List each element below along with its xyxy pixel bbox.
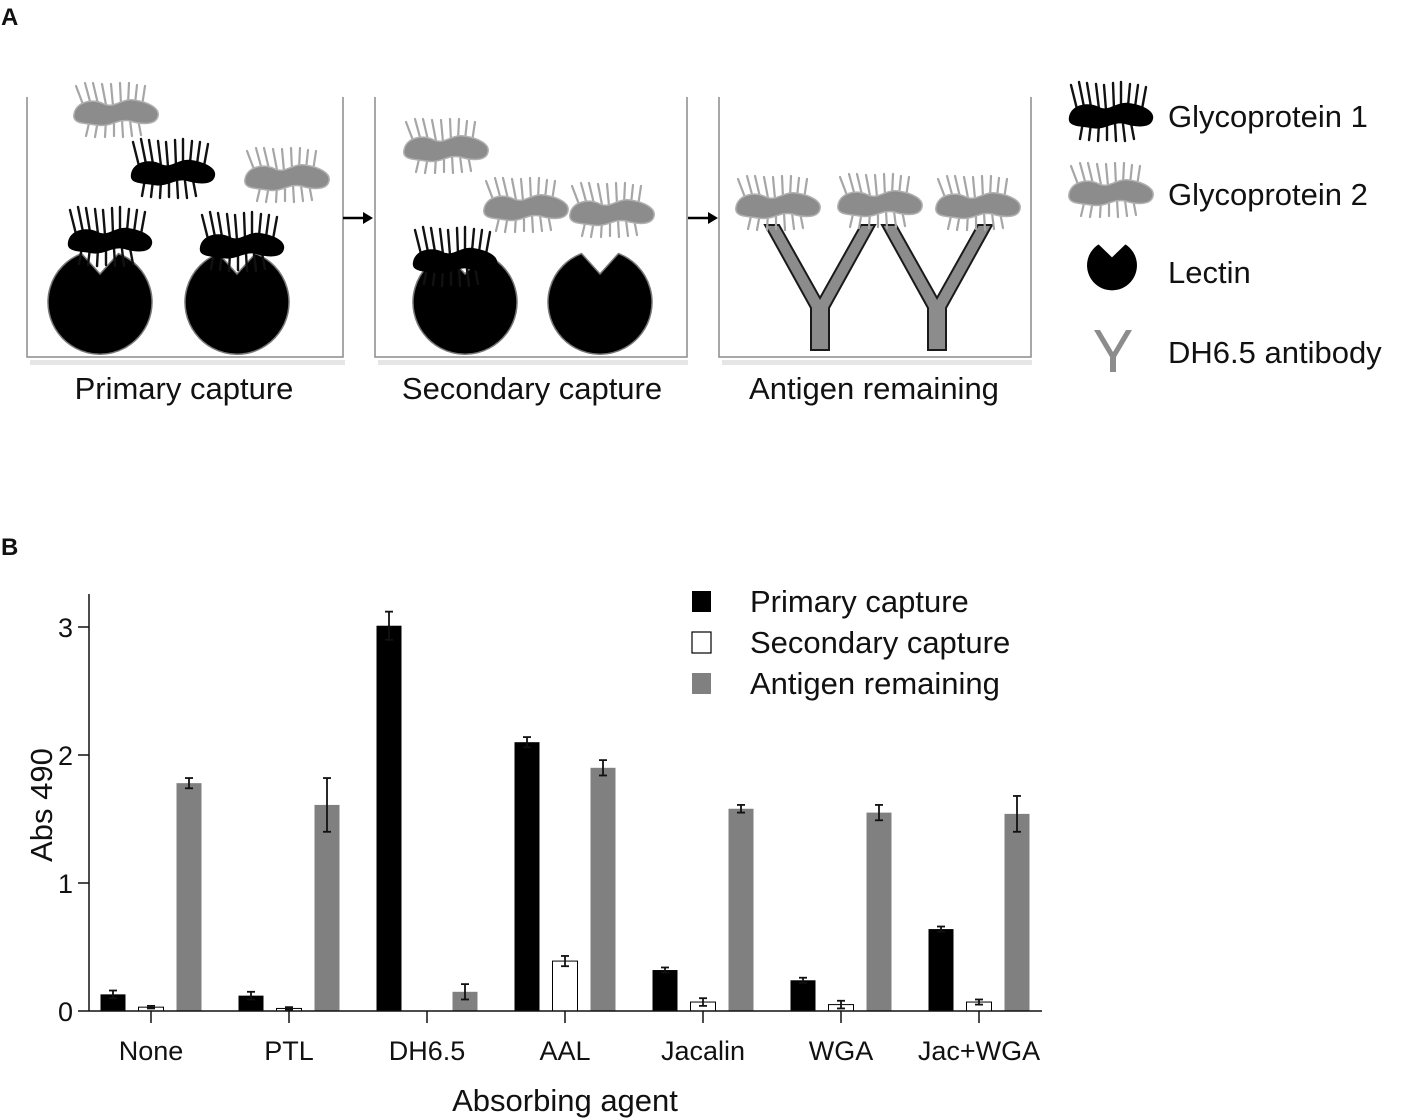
glycoprotein-1-icon <box>129 137 217 200</box>
x-tick-label: Jacalin <box>661 1036 745 1066</box>
glycoprotein-2-icon <box>934 174 1022 232</box>
glycoprotein-1-icon <box>66 205 154 268</box>
panel-a-legend: Glycoprotein 1 Glycoprotein 2 Lectin DH6… <box>1067 80 1382 372</box>
x-tick-label: PTL <box>264 1036 314 1066</box>
bar <box>790 980 816 1011</box>
x-tick-label: Jac+WGA <box>918 1036 1040 1066</box>
glycoprotein-2-icon <box>1067 161 1155 219</box>
legend-swatch <box>692 591 711 612</box>
glycoprotein-2-icon <box>836 172 924 230</box>
glycoprotein-2-icon <box>243 146 331 204</box>
panel-b-label: B <box>1 534 18 561</box>
secondary-capture-panel: Secondary capture <box>374 97 688 406</box>
y-tick-label: 0 <box>58 997 73 1027</box>
x-tick-label: AAL <box>539 1036 590 1066</box>
x-tick-label: DH6.5 <box>389 1036 466 1066</box>
antibody-icon <box>764 224 876 351</box>
antibody-icon <box>1094 330 1132 372</box>
bar <box>866 812 892 1011</box>
bar <box>1004 813 1030 1011</box>
lectin-icon <box>1087 244 1137 291</box>
y-tick-label: 2 <box>58 741 73 771</box>
legend-swatch <box>691 631 712 654</box>
glycoprotein-2-icon <box>402 117 490 175</box>
glycoprotein-2-icon <box>568 181 656 239</box>
bar-chart: 0 1 2 3 None PTL DH6.5 AAL Jacalin WGA Jac+WGA Ab… <box>24 584 1042 1118</box>
bar <box>652 970 678 1011</box>
bar <box>100 994 126 1011</box>
legend-label: Lectin <box>1168 255 1251 290</box>
step-caption: Secondary capture <box>402 371 662 406</box>
bar <box>452 991 478 1011</box>
bar <box>376 625 402 1011</box>
primary-capture-panel: Primary capture <box>26 81 345 406</box>
step-caption: Antigen remaining <box>749 371 999 406</box>
antigen-remaining-panel: Antigen remaining <box>718 97 1032 406</box>
bar <box>590 767 616 1011</box>
y-axis-label: Abs 490 <box>24 748 59 862</box>
glycoprotein-1-icon <box>198 210 286 273</box>
step-caption: Primary capture <box>75 371 294 406</box>
legend-label: Glycoprotein 2 <box>1168 177 1368 212</box>
x-tick-label: WGA <box>809 1036 874 1066</box>
legend-entry: Secondary capture <box>750 625 1010 660</box>
panel-a-label: A <box>1 4 18 31</box>
y-tick-label: 3 <box>58 613 73 643</box>
bar <box>314 804 340 1011</box>
legend-entry: Primary capture <box>750 584 969 619</box>
lectin-icon <box>547 252 653 355</box>
glycoprotein-1-icon <box>1067 80 1155 143</box>
antibody-icon <box>881 224 993 351</box>
bar <box>728 808 754 1011</box>
bars-layer <box>100 625 1030 1012</box>
glycoprotein-2-icon <box>482 176 570 234</box>
bar <box>176 783 202 1011</box>
legend-label: Glycoprotein 1 <box>1168 99 1368 134</box>
legend-entry: Antigen remaining <box>750 666 1000 701</box>
lectin-icon <box>47 252 153 355</box>
x-axis-label: Absorbing agent <box>452 1083 678 1118</box>
arrow-icon <box>343 212 373 224</box>
y-tick-labels: 0 1 2 3 <box>58 613 73 1027</box>
error-bars-layer <box>109 610 1021 1011</box>
x-tick-labels: None PTL DH6.5 AAL Jacalin WGA Jac+WGA <box>119 1036 1040 1066</box>
bar <box>928 929 954 1011</box>
legend-label: DH6.5 antibody <box>1168 335 1382 370</box>
bar <box>552 960 578 1012</box>
bar <box>238 995 264 1011</box>
glycoprotein-2-icon <box>734 174 822 232</box>
legend-swatch <box>692 673 711 694</box>
bar <box>514 742 540 1011</box>
x-tick-label: None <box>119 1036 184 1066</box>
glycoprotein-2-icon <box>72 81 160 139</box>
axes <box>78 594 1042 1023</box>
y-tick-label: 1 <box>58 869 73 899</box>
arrow-icon <box>688 212 718 224</box>
